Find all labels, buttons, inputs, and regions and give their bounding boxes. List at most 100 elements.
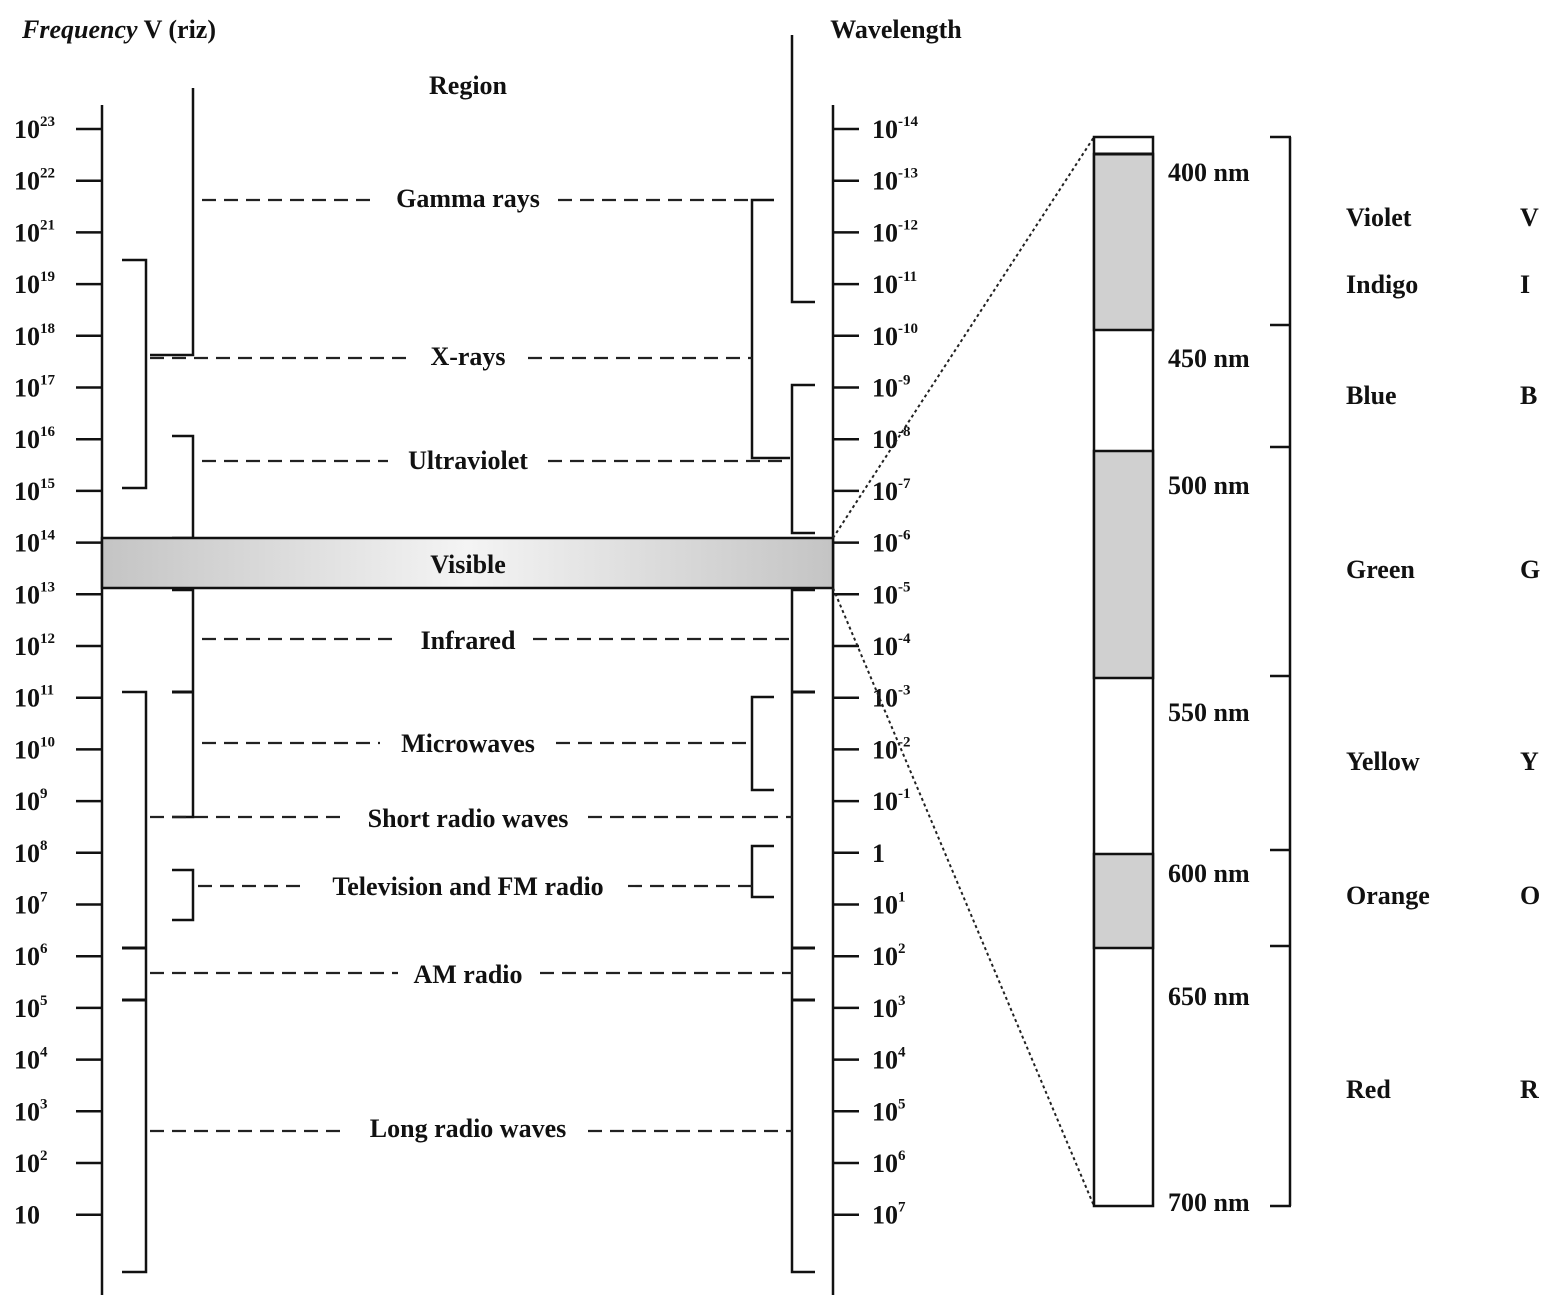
frequency-tick-label-base-5: 10 [14, 374, 40, 403]
wavelength-tick-label-base-12: 10 [872, 735, 898, 764]
wavelength-tick-label-13: 10-1 [872, 786, 911, 816]
wavelength-tick-label-base-5: 10 [872, 374, 898, 403]
wavelength-tick-label-base-8: 10 [872, 529, 898, 558]
wavelength-tick-label-exp-15: 1 [898, 890, 906, 906]
wavelength-tick-label-20: 106 [872, 1148, 906, 1178]
wavelength-tick-label-7: 10-7 [872, 476, 911, 506]
color-name-green: Green [1346, 555, 1415, 584]
wavelength-tick-label-exp-13: -1 [898, 786, 911, 802]
frequency-tick-label-base-9: 10 [14, 580, 40, 609]
wavelength-tick-label-exp-12: -2 [898, 734, 911, 750]
wavelength-tick-label-exp-17: 3 [898, 993, 906, 1009]
tv-fm-bracket-right [750, 844, 774, 899]
wavelength-tick-label-2: 10-12 [872, 217, 918, 247]
wavelength-tick-label-exp-11: -3 [898, 683, 911, 699]
frequency-tick-label-8: 1014 [14, 528, 56, 558]
frequency-tick-label-base-14: 10 [14, 839, 40, 868]
frequency-tick-label-base-12: 10 [14, 735, 40, 764]
wavelength-tick-label-base-9: 10 [872, 580, 898, 609]
region-gamma-rays: Gamma rays [396, 184, 540, 213]
wavelength-tick-label-base-4: 10 [872, 322, 898, 351]
visible-band [100, 536, 835, 590]
tv-fm-bracket-left [172, 868, 195, 922]
wavelength-tick-label-10: 10-4 [872, 631, 911, 661]
color-labels: Violet V Indigo I Blue B Green G Yellow … [1346, 203, 1540, 1104]
radio-bracket-right [790, 692, 815, 1274]
frequency-tick-label-exp-4: 18 [40, 321, 55, 337]
frequency-tick-label-exp-9: 13 [40, 579, 55, 595]
frequency-tick-label-base-7: 10 [14, 477, 40, 506]
wavelength-tick-label-base-14: 1 [872, 839, 885, 868]
wavelength-tick-label-exp-7: -7 [898, 476, 911, 492]
frequency-tick-label-base-21: 10 [14, 1201, 40, 1230]
frequency-tick-label-exp-13: 9 [40, 786, 48, 802]
nm-label-500: 500 nm [1168, 471, 1250, 500]
strip-band-green [1092, 449, 1155, 680]
wavelength-tick-label-base-13: 10 [872, 787, 898, 816]
wavelength-tick-label-14: 1 [872, 839, 885, 868]
frequency-tick-label-base-19: 10 [14, 1097, 40, 1126]
color-letter-red: R [1520, 1075, 1539, 1104]
radio-range-bracket [122, 690, 148, 1274]
color-name-indigo: Indigo [1346, 270, 1418, 299]
frequency-tick-label-exp-7: 15 [40, 476, 55, 492]
frequency-tick-label-exp-12: 10 [40, 734, 55, 750]
wavelength-tick-label-16: 102 [872, 941, 906, 971]
nm-label-700: 700 nm [1168, 1188, 1250, 1217]
wavelength-tick-label-exp-18: 4 [898, 1045, 906, 1061]
frequency-tick-label-13: 109 [14, 786, 48, 816]
frequency-tick-label-base-3: 10 [14, 270, 40, 299]
frequency-tick-label-19: 103 [14, 1096, 48, 1126]
frequency-tick-label-exp-15: 7 [40, 890, 48, 906]
frequency-tick-label-exp-5: 17 [40, 373, 56, 389]
wavelength-tick-label-base-0: 10 [872, 115, 898, 144]
color-name-orange: Orange [1346, 881, 1430, 910]
region-x-rays: X-rays [430, 342, 505, 371]
frequency-tick-label-base-6: 10 [14, 425, 40, 454]
frequency-tick-label-3: 1019 [14, 269, 55, 299]
wavelength-tick-label-exp-0: -14 [898, 114, 918, 130]
wavelength-tick-label-base-15: 10 [872, 891, 898, 920]
frequency-header: Frequency V (riz) [21, 15, 216, 44]
frequency-tick-label-exp-0: 23 [40, 114, 55, 130]
wavelength-tick-label-exp-4: -10 [898, 321, 918, 337]
wavelength-tick-label-exp-1: -13 [898, 166, 918, 182]
infrared-bracket-right [790, 588, 815, 692]
frequency-tick-label-18: 104 [14, 1045, 48, 1075]
frequency-tick-label-base-4: 10 [14, 322, 40, 351]
frequency-tick-label-1: 1022 [14, 166, 55, 196]
frequency-tick-label-base-10: 10 [14, 632, 40, 661]
ultraviolet-bracket-left [172, 434, 195, 540]
frequency-tick-label-16: 106 [14, 941, 48, 971]
frequency-tick-label-exp-10: 12 [40, 631, 55, 647]
gamma-bracket-right [790, 35, 815, 304]
color-name-violet: Violet [1346, 203, 1412, 232]
frequency-tick-label-base-17: 10 [14, 994, 40, 1023]
wavelength-tick-label-21: 107 [872, 1200, 906, 1230]
frequency-tick-label-base-16: 10 [14, 942, 40, 971]
nm-label-650: 650 nm [1168, 982, 1250, 1011]
nm-label-550: 550 nm [1168, 698, 1250, 727]
nm-label-450: 450 nm [1168, 344, 1250, 373]
frequency-tick-label-exp-16: 6 [40, 941, 48, 957]
frequency-tick-label-0: 1023 [14, 114, 55, 144]
frequency-tick-label-14: 108 [14, 838, 48, 868]
frequency-tick-label-exp-19: 3 [40, 1096, 48, 1112]
wavelength-tick-label-15: 101 [872, 890, 906, 920]
xray-range-bracket [122, 258, 148, 490]
nm-label-600: 600 nm [1168, 859, 1250, 888]
frequency-tick-label-exp-11: 11 [40, 683, 54, 699]
frequency-tick-label-5: 1017 [14, 373, 56, 403]
color-letter-yellow: Y [1520, 747, 1539, 776]
frequency-tick-label-10: 1012 [14, 631, 55, 661]
wavelength-tick-label-18: 104 [872, 1045, 906, 1075]
wavelength-tick-label-base-17: 10 [872, 994, 898, 1023]
frequency-tick-label-2: 1021 [14, 217, 55, 247]
frequency-tick-label-base-13: 10 [14, 787, 40, 816]
color-letter-blue: B [1520, 381, 1537, 410]
frequency-tick-label-6: 1016 [14, 424, 56, 454]
region-connectors [150, 198, 792, 1133]
wavelength-tick-label-12: 10-2 [872, 734, 911, 764]
frequency-tick-label-base-20: 10 [14, 1149, 40, 1178]
